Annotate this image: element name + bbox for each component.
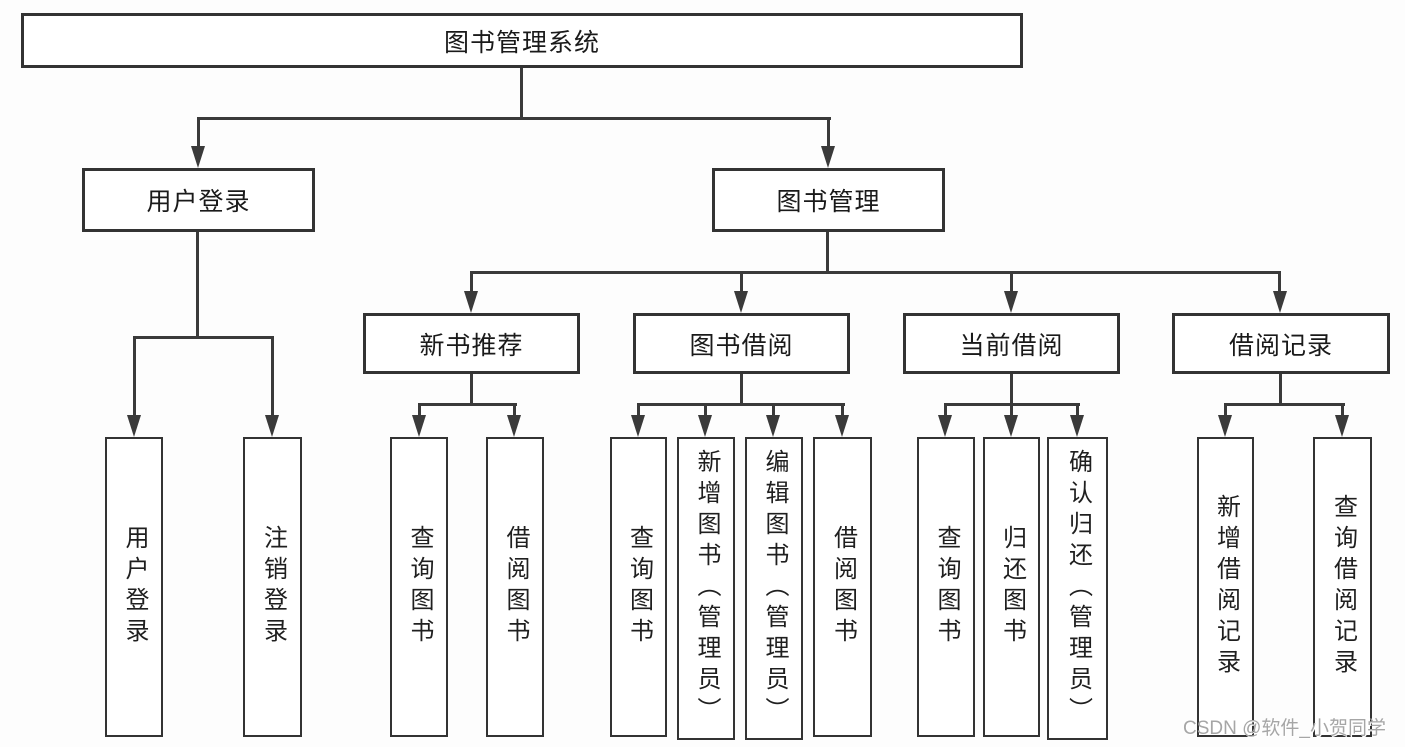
connector-line <box>1010 403 1013 421</box>
connector-line <box>1224 403 1345 406</box>
connector-line <box>1278 271 1281 297</box>
node-new-book-recommend: 新书推荐 <box>363 313 580 374</box>
connector-line <box>470 271 1281 274</box>
connector-line <box>740 271 743 297</box>
leaf-query-books-2-label: 查询图书 <box>625 525 653 649</box>
leaf-query-books-3: 查询图书 <box>917 437 975 737</box>
arrow-down-icon <box>1218 415 1232 437</box>
leaf-user-login-label: 用户登录 <box>121 525 148 649</box>
node-current-borrow-label: 当前借阅 <box>959 331 1064 360</box>
connector-line <box>1224 403 1227 421</box>
arrow-down-icon <box>821 146 835 168</box>
leaf-add-books-admin: 新增图书（管理员） <box>677 437 735 740</box>
connector-line <box>1010 374 1013 405</box>
arrow-down-icon <box>1273 291 1287 313</box>
connector-line <box>827 117 830 151</box>
node-borrow-records-label: 借阅记录 <box>1228 331 1333 360</box>
arrow-down-icon <box>464 291 478 313</box>
leaf-borrow-books-1-label: 借阅图书 <box>502 525 529 649</box>
leaf-edit-books-admin-label: 编辑图书（管理员） <box>761 449 788 728</box>
connector-line <box>197 117 831 120</box>
arrow-down-icon <box>127 415 141 437</box>
leaf-user-login: 用户登录 <box>105 437 163 737</box>
node-book-borrow-label: 图书借阅 <box>689 331 794 360</box>
connector-line <box>418 403 421 421</box>
connector-line <box>133 336 136 421</box>
connector-line <box>944 403 947 421</box>
node-user-login-label: 用户登录 <box>146 188 251 216</box>
leaf-query-books-3-label: 查询图书 <box>933 525 960 649</box>
connector-line <box>637 403 845 406</box>
leaf-add-borrow-record-label: 新增借阅记录 <box>1212 494 1240 680</box>
node-book-management: 图书管理 <box>712 168 945 232</box>
node-book-borrow: 图书借阅 <box>633 313 850 374</box>
arrow-down-icon <box>698 415 712 437</box>
leaf-borrow-books-2-label: 借阅图书 <box>829 525 857 649</box>
connector-line <box>1076 403 1079 421</box>
leaf-return-books-label: 归还图书 <box>998 525 1026 649</box>
arrow-down-icon <box>766 415 780 437</box>
leaf-borrow-books-2: 借阅图书 <box>813 437 872 737</box>
arrow-down-icon <box>191 146 205 168</box>
arrow-down-icon <box>1335 415 1349 437</box>
arrow-down-icon <box>734 291 748 313</box>
arrow-down-icon <box>938 415 952 437</box>
node-root: 图书管理系统 <box>21 13 1023 68</box>
arrow-down-icon <box>265 415 279 437</box>
connector-line <box>470 271 473 297</box>
node-user-login: 用户登录 <box>82 168 315 232</box>
leaf-query-books-1-label: 查询图书 <box>406 525 433 649</box>
leaf-add-books-admin-label: 新增图书（管理员） <box>693 449 720 728</box>
arrow-down-icon <box>835 415 849 437</box>
connector-line <box>704 403 707 421</box>
arrow-down-icon <box>1070 415 1084 437</box>
connector-line <box>470 374 473 405</box>
connector-line <box>418 403 517 406</box>
connector-line <box>271 336 274 421</box>
node-borrow-records: 借阅记录 <box>1172 313 1390 374</box>
leaf-borrow-books-1: 借阅图书 <box>486 437 544 737</box>
node-root-label: 图书管理系统 <box>443 28 600 57</box>
node-current-borrow: 当前借阅 <box>903 313 1120 374</box>
connector-line <box>196 232 199 339</box>
connector-line <box>520 68 523 119</box>
connector-line <box>197 117 200 151</box>
connector-line <box>772 403 775 421</box>
leaf-query-borrow-record: 查询借阅记录 <box>1313 437 1372 737</box>
leaf-confirm-return-admin: 确认归还（管理员） <box>1047 437 1108 740</box>
leaf-add-borrow-record: 新增借阅记录 <box>1197 437 1254 737</box>
arrow-down-icon <box>1004 415 1018 437</box>
connector-line <box>826 232 829 274</box>
connector-line <box>1010 271 1013 297</box>
leaf-return-books: 归还图书 <box>983 437 1040 737</box>
connector-line <box>1279 374 1282 405</box>
leaf-query-books-2: 查询图书 <box>610 437 667 737</box>
arrow-down-icon <box>1004 291 1018 313</box>
leaf-logout-label: 注销登录 <box>259 525 287 649</box>
arrow-down-icon <box>412 415 426 437</box>
leaf-query-books-1: 查询图书 <box>390 437 448 737</box>
leaf-confirm-return-admin-label: 确认归还（管理员） <box>1064 449 1092 728</box>
csdn-watermark: CSDN @软件_小贺同学 <box>1183 718 1386 739</box>
node-new-book-recommend-label: 新书推荐 <box>419 331 524 360</box>
connector-line <box>841 403 844 421</box>
connector-line <box>1341 403 1344 421</box>
connector-line <box>513 403 516 421</box>
arrow-down-icon <box>631 415 645 437</box>
connector-line <box>740 374 743 405</box>
connector-line <box>133 336 274 339</box>
connector-line <box>637 403 640 421</box>
leaf-edit-books-admin: 编辑图书（管理员） <box>745 437 803 740</box>
leaf-query-borrow-record-label: 查询借阅记录 <box>1329 494 1357 680</box>
node-book-management-label: 图书管理 <box>776 188 881 216</box>
arrow-down-icon <box>507 415 521 437</box>
leaf-logout: 注销登录 <box>243 437 302 737</box>
